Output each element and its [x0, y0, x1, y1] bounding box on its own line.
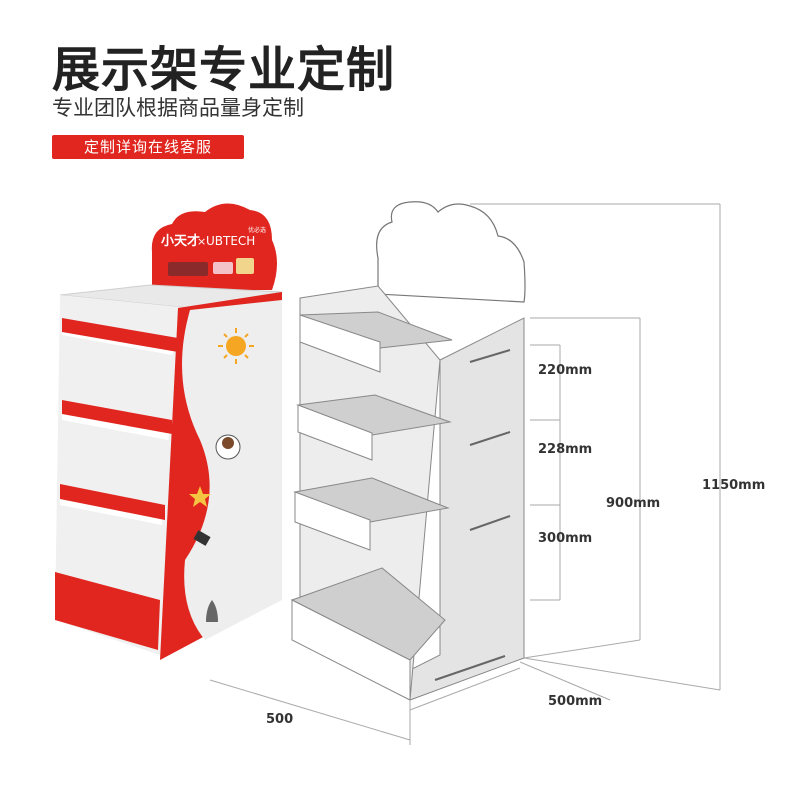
star-icon: [189, 486, 211, 507]
header-train-decor: [168, 262, 208, 276]
contact-service-button[interactable]: 定制详询在线客服: [52, 135, 244, 159]
dim-shelf-gap-1: 220mm: [538, 363, 593, 378]
dim-width: 500: [266, 712, 294, 727]
page-title: 展示架专业定制: [52, 42, 396, 98]
brand-logo-right: UBTECH: [206, 234, 255, 248]
dim-shelf-height: 900mm: [606, 496, 661, 511]
dim-depth: 500mm: [548, 694, 603, 709]
sun-icon: [226, 336, 246, 356]
outline-header-board: [376, 201, 526, 303]
brand-small-mark: 优必选: [248, 226, 266, 234]
dim-total-height: 1150mm: [702, 478, 766, 493]
colored-display-rack: 小天才 × UBTECH 优必选: [55, 203, 283, 660]
dimension-lines: [209, 203, 721, 745]
rocket-icon: [206, 600, 218, 622]
dim-shelf-gap-2: 228mm: [538, 442, 593, 457]
brand-separator: ×: [197, 235, 206, 248]
rack-shelf-4: [55, 572, 160, 650]
page-subtitle: 专业团队根据商品量身定制: [52, 96, 304, 120]
dim-shelf-gap-3: 300mm: [538, 531, 593, 546]
satellite-icon: [193, 530, 211, 546]
brand-logo-left: 小天才: [161, 233, 200, 249]
outline-display-rack: [290, 201, 526, 701]
